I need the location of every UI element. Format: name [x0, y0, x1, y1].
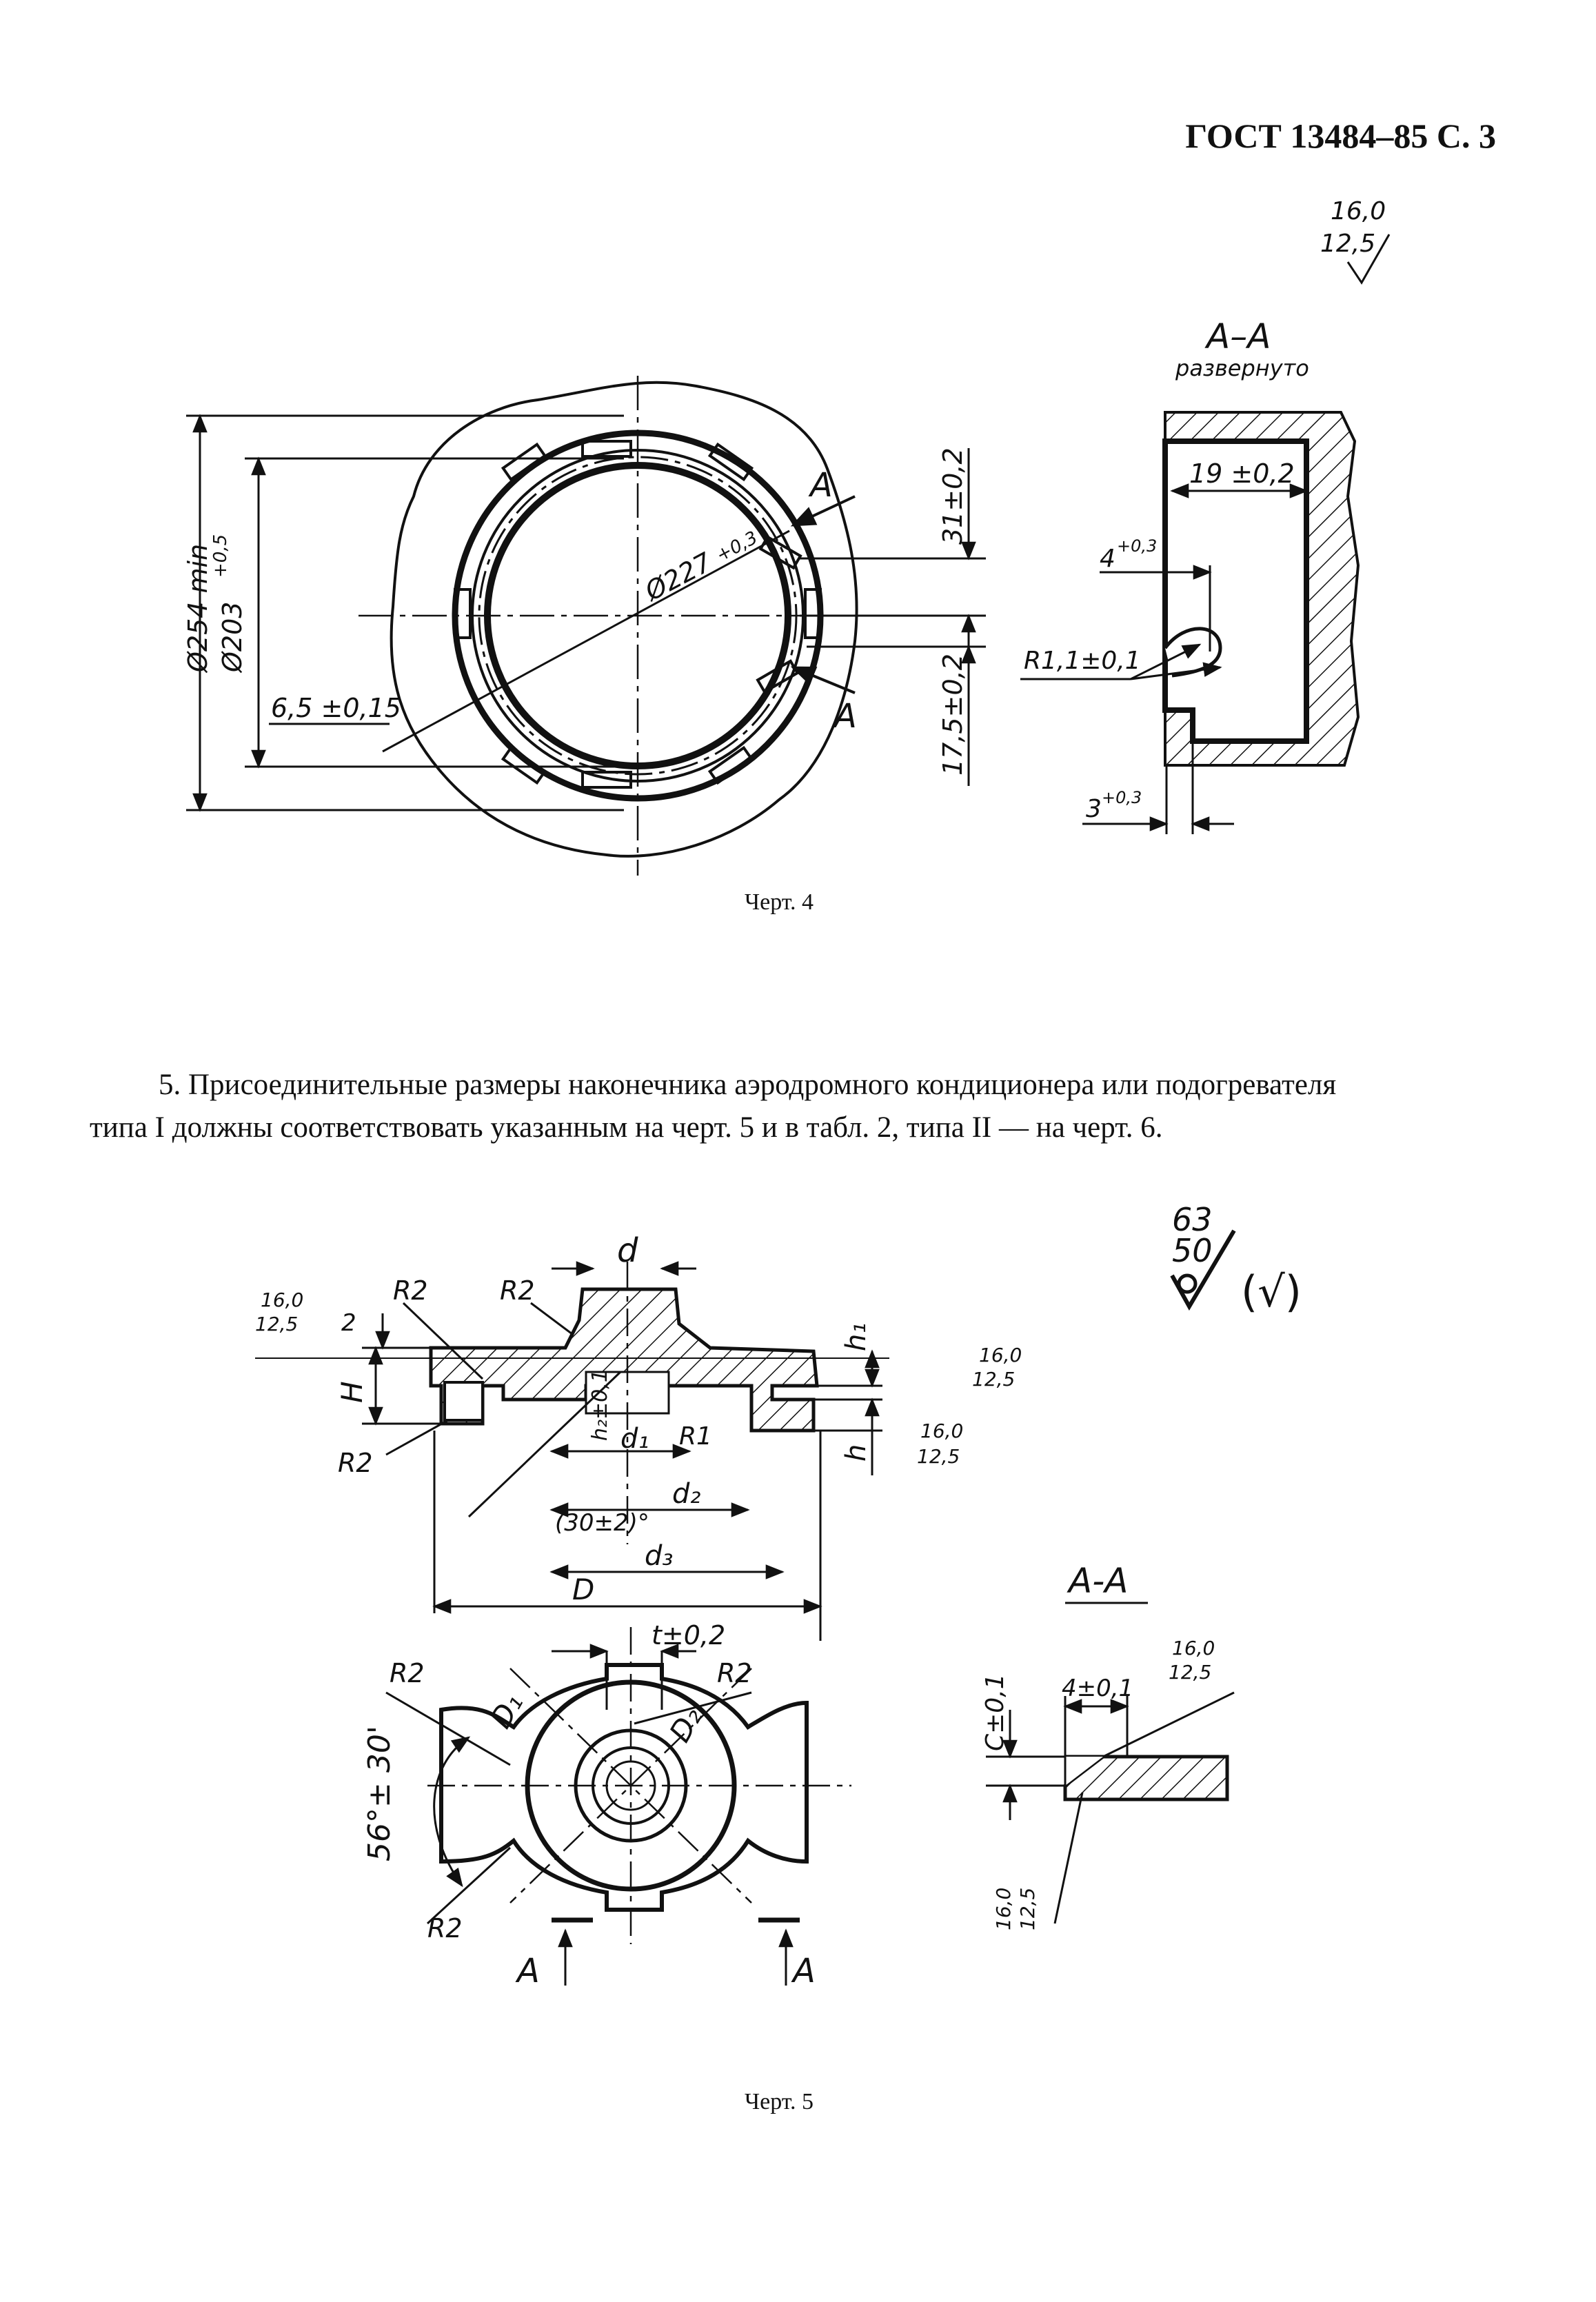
svg-text:R2: R2 — [500, 1275, 535, 1306]
figure-5-section-a-a: А-А C±0,1 4±0,1 16,0 12,5 16,0 12,5 — [981, 1561, 1235, 1930]
svg-text:4±0,1: 4±0,1 — [1062, 1675, 1133, 1702]
svg-text:3: 3 — [1086, 795, 1102, 823]
svg-text:d₃: d₃ — [645, 1540, 673, 1572]
svg-text:А-А: А-А — [1067, 1561, 1128, 1601]
page-header: ГОСТ 13484–85 С. 3 — [1185, 117, 1496, 155]
svg-text:16,0: 16,0 — [979, 1344, 1022, 1366]
svg-text:12,5: 12,5 — [1320, 230, 1375, 258]
svg-text:63: 63 — [1172, 1201, 1213, 1238]
svg-text:R2: R2 — [393, 1275, 428, 1306]
svg-text:А: А — [515, 1952, 540, 1990]
dim-31: 31±0,2 — [938, 447, 968, 545]
svg-text:19 ±0,2: 19 ±0,2 — [1189, 458, 1295, 489]
svg-text:R2: R2 — [427, 1913, 463, 1943]
svg-text:12,5: 12,5 — [1169, 1661, 1211, 1684]
svg-text:C±0,1: C±0,1 — [981, 1673, 1009, 1751]
figure-4-caption: Черт. 4 — [745, 889, 814, 915]
svg-text:h₁: h₁ — [840, 1323, 872, 1351]
figure-5-plan-view: t±0,2 R2 R2 R2 D₁ D₂ 56°± 30' А А — [362, 1620, 851, 1990]
svg-text:R1: R1 — [679, 1422, 712, 1451]
dim-203: Ø203 — [217, 602, 248, 674]
svg-text:12,5: 12,5 — [1016, 1888, 1039, 1930]
svg-text:16,0: 16,0 — [261, 1289, 303, 1311]
svg-text:D: D — [572, 1573, 594, 1606]
svg-text:А–А: А–А — [1204, 316, 1271, 356]
svg-text:4: 4 — [1100, 545, 1115, 573]
svg-text:R2: R2 — [717, 1658, 752, 1688]
dim-6-5: 6,5 ±0,15 — [271, 693, 401, 723]
svg-text:А: А — [791, 1952, 816, 1990]
dim-17-5: 17,5±0,2 — [938, 654, 968, 776]
figure-4-plan-view: Ø254 min Ø203 +0,5 Ø227 +0,3 6,5 ±0,15 3… — [183, 376, 986, 876]
svg-text:12,5: 12,5 — [917, 1445, 960, 1468]
svg-text:(30±2)°: (30±2)° — [555, 1509, 649, 1537]
svg-text:H: H — [335, 1381, 369, 1403]
dim-254: Ø254 min — [183, 544, 213, 674]
figure-5-side-view: d R2 R2 R2 2 H h₁ h h₂±0,1 d₁ R1 d₂ (30±… — [255, 1231, 1022, 1641]
roughness-symbol-fig4: 16,0 12,5 — [1320, 197, 1391, 285]
section-mark-a-top: А — [808, 466, 833, 505]
clause-5-paragraph: 5. Присоединительные размеры наконечника… — [90, 1064, 1496, 1149]
svg-text:+0,3: +0,3 — [1102, 788, 1142, 807]
figure-5-caption: Черт. 5 — [745, 2089, 814, 2114]
svg-text:16,0: 16,0 — [1172, 1637, 1215, 1659]
clause-5-line-1: 5. Присоединительные размеры наконечника… — [159, 1069, 1337, 1101]
svg-text:R2: R2 — [338, 1448, 373, 1478]
svg-text:d₁: d₁ — [620, 1423, 649, 1455]
svg-text:t±0,2: t±0,2 — [651, 1620, 725, 1650]
svg-text:R1,1±0,1: R1,1±0,1 — [1024, 647, 1141, 675]
section-mark-a-bottom: А — [832, 697, 857, 736]
svg-text:16,0: 16,0 — [920, 1420, 963, 1442]
svg-text:D₁: D₁ — [483, 1688, 529, 1734]
svg-text:50: 50 — [1172, 1232, 1213, 1269]
svg-text:16,0: 16,0 — [1331, 197, 1386, 225]
svg-text:(√): (√) — [1241, 1266, 1302, 1317]
svg-text:16,0: 16,0 — [992, 1888, 1015, 1930]
svg-text:12,5: 12,5 — [972, 1368, 1015, 1391]
svg-text:развернуто: развернуто — [1175, 355, 1309, 381]
dim-227: Ø227 — [639, 547, 717, 607]
svg-text:d: d — [617, 1231, 638, 1270]
svg-text:56°± 30': 56°± 30' — [362, 1726, 397, 1861]
svg-text:R2: R2 — [390, 1658, 425, 1688]
svg-text:12,5: 12,5 — [255, 1313, 298, 1335]
clause-5-line-2: типа I должны соответствовать указанным … — [90, 1111, 1163, 1144]
svg-text:d₂: d₂ — [672, 1478, 700, 1510]
svg-text:2: 2 — [341, 1309, 356, 1337]
svg-text:h₂±0,1: h₂±0,1 — [588, 1369, 612, 1441]
dim-203-tol: +0,5 — [210, 534, 231, 578]
svg-text:+0,3: +0,3 — [1117, 536, 1157, 556]
svg-text:h: h — [840, 1444, 872, 1462]
roughness-symbol-fig5: 63 50 (√) — [1170, 1201, 1302, 1317]
figure-4-section-a-a: А–А развернуто 19 ±0,2 4 +0,3 R1,1±0,1 3… — [1020, 316, 1360, 834]
